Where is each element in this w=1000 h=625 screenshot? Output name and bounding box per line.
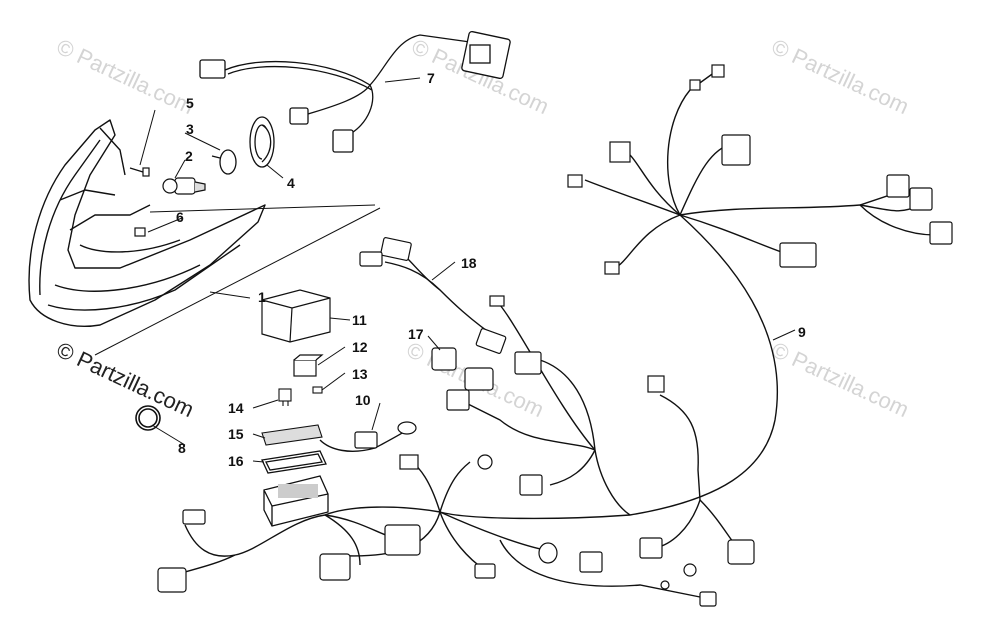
callout-8: 8 [178, 440, 186, 456]
callout-4: 4 [287, 175, 295, 191]
callout-9: 9 [798, 324, 806, 340]
callout-5: 5 [186, 95, 194, 111]
watermark-dark: © Partzilla.com [53, 337, 198, 422]
watermarks: © Partzilla.com © Partzilla.com © Partzi… [53, 34, 913, 422]
fuse-small [312, 386, 323, 394]
callout-18: 18 [461, 255, 477, 271]
bulb [162, 177, 206, 195]
leader-lines [139, 77, 796, 463]
callout-11: 11 [352, 312, 367, 328]
main-harness [174, 71, 936, 599]
callout-1: 1 [258, 289, 266, 305]
callout-12: 12 [352, 339, 368, 355]
callout-7: 7 [427, 70, 435, 86]
headlight-housing [28, 119, 266, 327]
callout-13: 13 [352, 366, 368, 382]
relay-cover [261, 289, 331, 343]
callout-17: 17 [408, 326, 424, 342]
callout-3: 3 [186, 121, 194, 137]
fuse-box [263, 475, 329, 527]
screw [129, 167, 150, 177]
callout-6: 6 [176, 209, 184, 225]
mini-relay [278, 388, 292, 406]
relay [293, 354, 324, 377]
position-bulb [134, 227, 146, 237]
main-harness-connectors [157, 64, 953, 607]
watermark-5: © Partzilla.com [768, 337, 913, 422]
retaining-clip [211, 149, 237, 175]
callout-numbers: 1 2 3 4 5 6 7 8 9 10 11 12 13 14 15 16 1… [176, 70, 806, 469]
callout-14: 14 [228, 400, 244, 416]
harness-7-connectors [199, 30, 511, 153]
callout-2: 2 [185, 148, 193, 164]
callout-16: 16 [228, 453, 244, 469]
watermark-1: © Partzilla.com [53, 34, 198, 119]
rubber-cap [249, 116, 275, 168]
fuse-panel-label [261, 424, 323, 446]
assembly-boundary [94, 204, 381, 356]
fuse-box-gasket [261, 450, 327, 474]
callout-15: 15 [228, 426, 244, 442]
ring-seal [135, 405, 161, 431]
watermark-3: © Partzilla.com [768, 34, 913, 119]
callout-10: 10 [355, 392, 371, 408]
